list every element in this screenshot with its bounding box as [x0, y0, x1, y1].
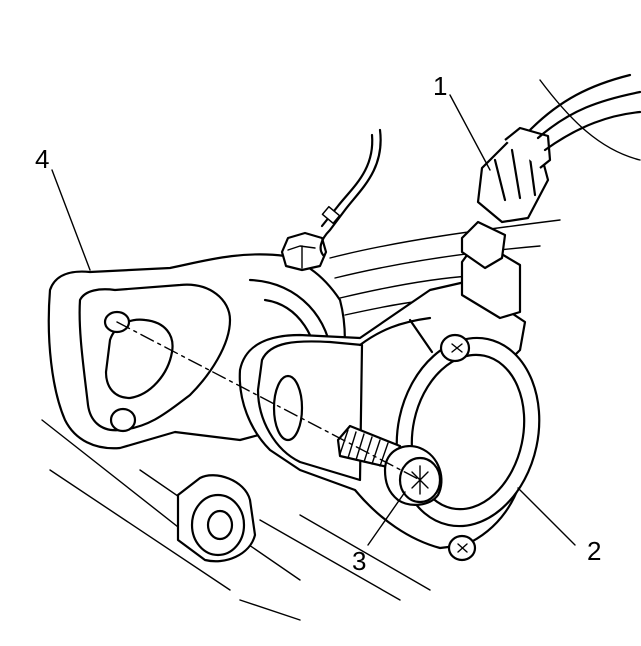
leader-lines: [51, 94, 576, 546]
callout-1: 1: [433, 71, 447, 101]
sensor-wire: [319, 128, 382, 258]
callout-3: 3: [352, 546, 366, 576]
callout-2: 2: [587, 536, 601, 566]
engine-background-lines: [329, 79, 641, 316]
fastener-bolt: [336, 424, 443, 506]
housing-screws: [439, 333, 477, 562]
lower-cylinder: [176, 474, 257, 563]
sensor-connector: [460, 73, 641, 320]
hex-bolt-top: [280, 231, 328, 272]
callout-4: 4: [35, 144, 49, 174]
alignment-line: [116, 321, 421, 481]
